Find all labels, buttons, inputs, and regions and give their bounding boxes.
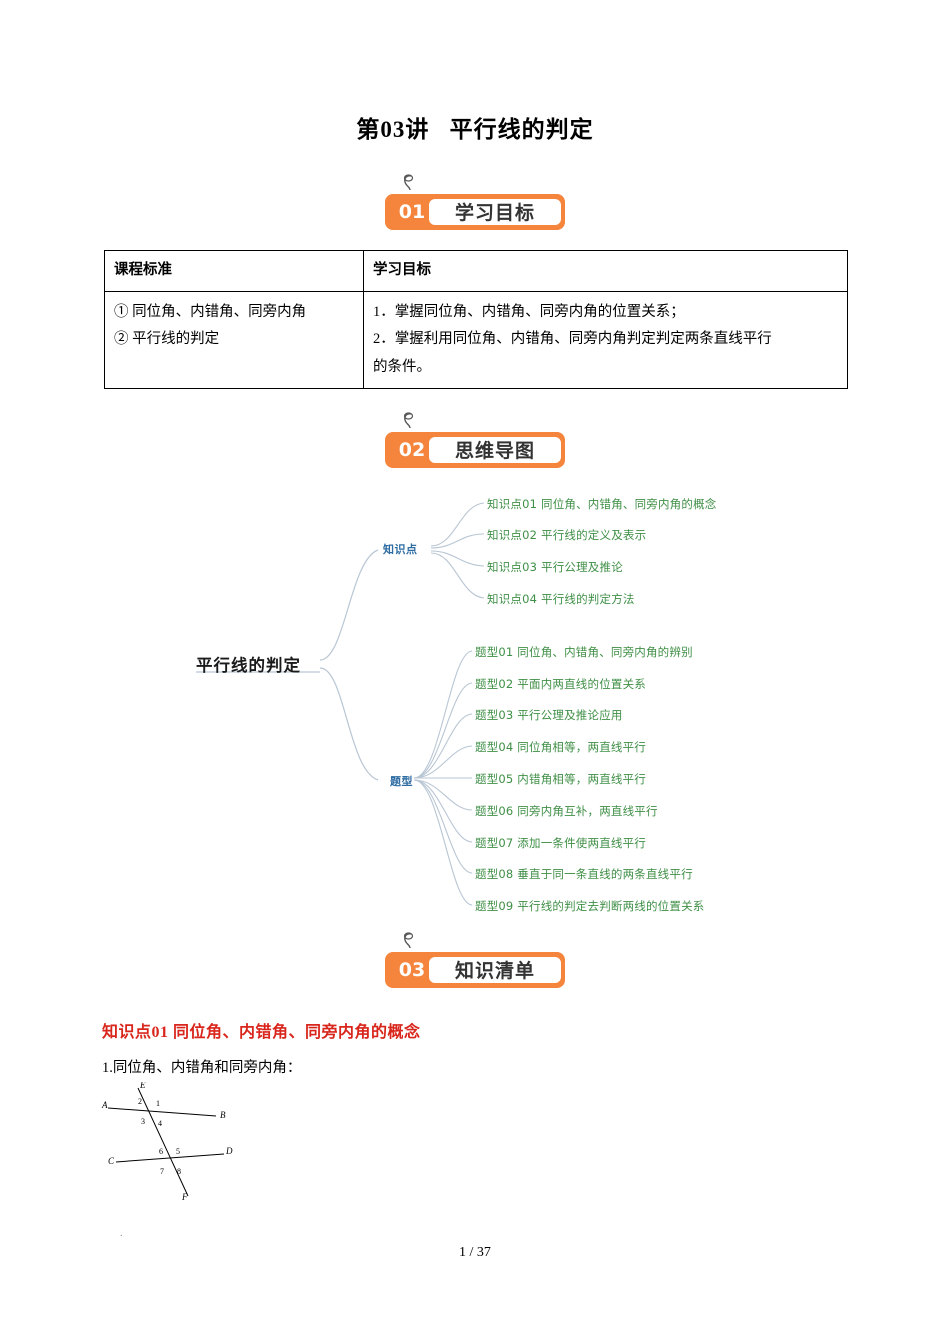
paperclip-icon	[403, 932, 414, 949]
figure-angle-5: 5	[176, 1147, 180, 1156]
mindmap-leaf: 题型09 平行线的判定去判断两线的位置关系	[475, 899, 705, 913]
table-cell-standard: ① 同位角、内错角、同旁内角 ② 平行线的判定	[104, 290, 364, 390]
figure-angle-7: 7	[160, 1167, 164, 1176]
banner-ribbon-inner	[427, 955, 563, 985]
paperclip-icon	[403, 412, 414, 429]
mindmap-leaf: 知识点01 同位角、内错角、同旁内角的概念	[487, 497, 717, 511]
figure-angle-1: 1	[156, 1099, 160, 1108]
banner-ribbon-inner	[427, 435, 563, 465]
title-main: 平行线的判定	[449, 117, 594, 142]
objective-item-2: 2．掌握利用同位角、内错角、同旁内角判定判定两条直线平行	[373, 331, 772, 348]
figure-label-F: F	[181, 1192, 188, 1202]
mindmap-root: 平行线的判定	[196, 656, 301, 675]
knowledge-point-heading: 知识点01 同位角、内错角、同旁内角的概念	[102, 1024, 421, 1041]
section-banner-02: 02 思维导图	[375, 412, 575, 470]
table-header-objective: 学习目标	[363, 250, 848, 292]
banner-number: 03	[398, 959, 426, 981]
banner-number: 01	[398, 201, 426, 223]
standard-item-2: ② 平行线的判定	[114, 331, 220, 348]
table-header-row: 课程标准 学习目标	[104, 250, 848, 292]
banner-label: 思维导图	[454, 440, 535, 462]
page-title: 第03讲 平行线的判定	[0, 110, 950, 144]
figure-label-A: A	[101, 1100, 108, 1110]
mindmap-leaf: 知识点02 平行线的定义及表示	[487, 528, 647, 542]
mindmap-branch-problem-types: 题型	[390, 775, 413, 788]
mindmap-leaf: 题型04 同位角相等，两直线平行	[475, 740, 646, 754]
figure-angle-4: 4	[158, 1119, 162, 1128]
mindmap-branch-knowledge: 知识点	[383, 543, 418, 556]
mindmap-leaf: 题型06 同旁内角互补，两直线平行	[475, 804, 658, 818]
figure-label-D: D	[225, 1146, 233, 1156]
standard-item-1: ① 同位角、内错角、同旁内角	[114, 303, 307, 320]
title-number: 03	[380, 117, 406, 142]
section-banner-03: 03 知识清单	[375, 932, 575, 990]
figure-label-E: E	[139, 1082, 146, 1090]
paperclip-icon	[403, 174, 414, 191]
mindmap-leaf: 题型08 垂直于同一条直线的两条直线平行	[475, 867, 693, 881]
mindmap-leaf: 题型07 添加一条件使两直线平行	[475, 836, 646, 850]
mindmap-leaf: 题型01 同位角、内错角、同旁内角的辨别	[475, 645, 693, 659]
section-banner-01: 01 学习目标	[375, 174, 575, 232]
table-header-standard: 课程标准	[104, 250, 364, 292]
page-indicator: 1 / 37	[459, 1245, 491, 1260]
mindmap-leaf: 题型05 内错角相等，两直线平行	[475, 772, 646, 786]
banner-label: 学习目标	[454, 202, 535, 224]
mindmap-leaf: 题型02 平面内两直线的位置关系	[475, 677, 646, 691]
figure-angle-3: 3	[141, 1117, 145, 1126]
objective-item-1: 1．掌握同位角、内错角、同旁内角的位置关系；	[373, 303, 685, 320]
banner-label: 知识清单	[454, 960, 535, 982]
knowledge-point-subheading: 1.同位角、内错角和同旁内角：	[102, 1060, 302, 1076]
objectives-table: 课程标准 学习目标 ① 同位角、内错角、同旁内角 ② 平行线的判定 1．掌握同位…	[104, 250, 848, 390]
table-cell-objective: 1．掌握同位角、内错角、同旁内角的位置关系； 2．掌握利用同位角、内错角、同旁内…	[363, 290, 848, 390]
mindmap-leaf: 知识点03 平行公理及推论	[487, 560, 623, 574]
title-prefix: 第	[356, 117, 381, 142]
angles-diagram: E F A B C D 1 2 3 4 5 6 7 8	[101, 1080, 233, 1202]
mindmap-leaf: 题型03 平行公理及推论应用	[475, 708, 623, 722]
title-mid: 讲	[405, 117, 430, 142]
figure-label-C: C	[108, 1156, 115, 1166]
banner-ribbon-inner	[427, 197, 563, 227]
figure-angle-8: 8	[177, 1167, 181, 1176]
banner-number: 02	[398, 439, 426, 461]
figure-angle-2: 2	[138, 1097, 142, 1106]
geometry-figure: E F A B C D 1 2 3 4 5 6 7 8	[98, 1080, 318, 1202]
mindmap-leaf: 知识点04 平行线的判定方法	[487, 592, 635, 606]
footer-mark: .	[120, 1228, 123, 1239]
table-row: ① 同位角、内错角、同旁内角 ② 平行线的判定 1．掌握同位角、内错角、同旁内角…	[104, 290, 848, 390]
objective-item-3: 的条件。	[373, 358, 431, 375]
figure-angle-6: 6	[159, 1147, 163, 1156]
figure-label-B: B	[220, 1110, 226, 1120]
